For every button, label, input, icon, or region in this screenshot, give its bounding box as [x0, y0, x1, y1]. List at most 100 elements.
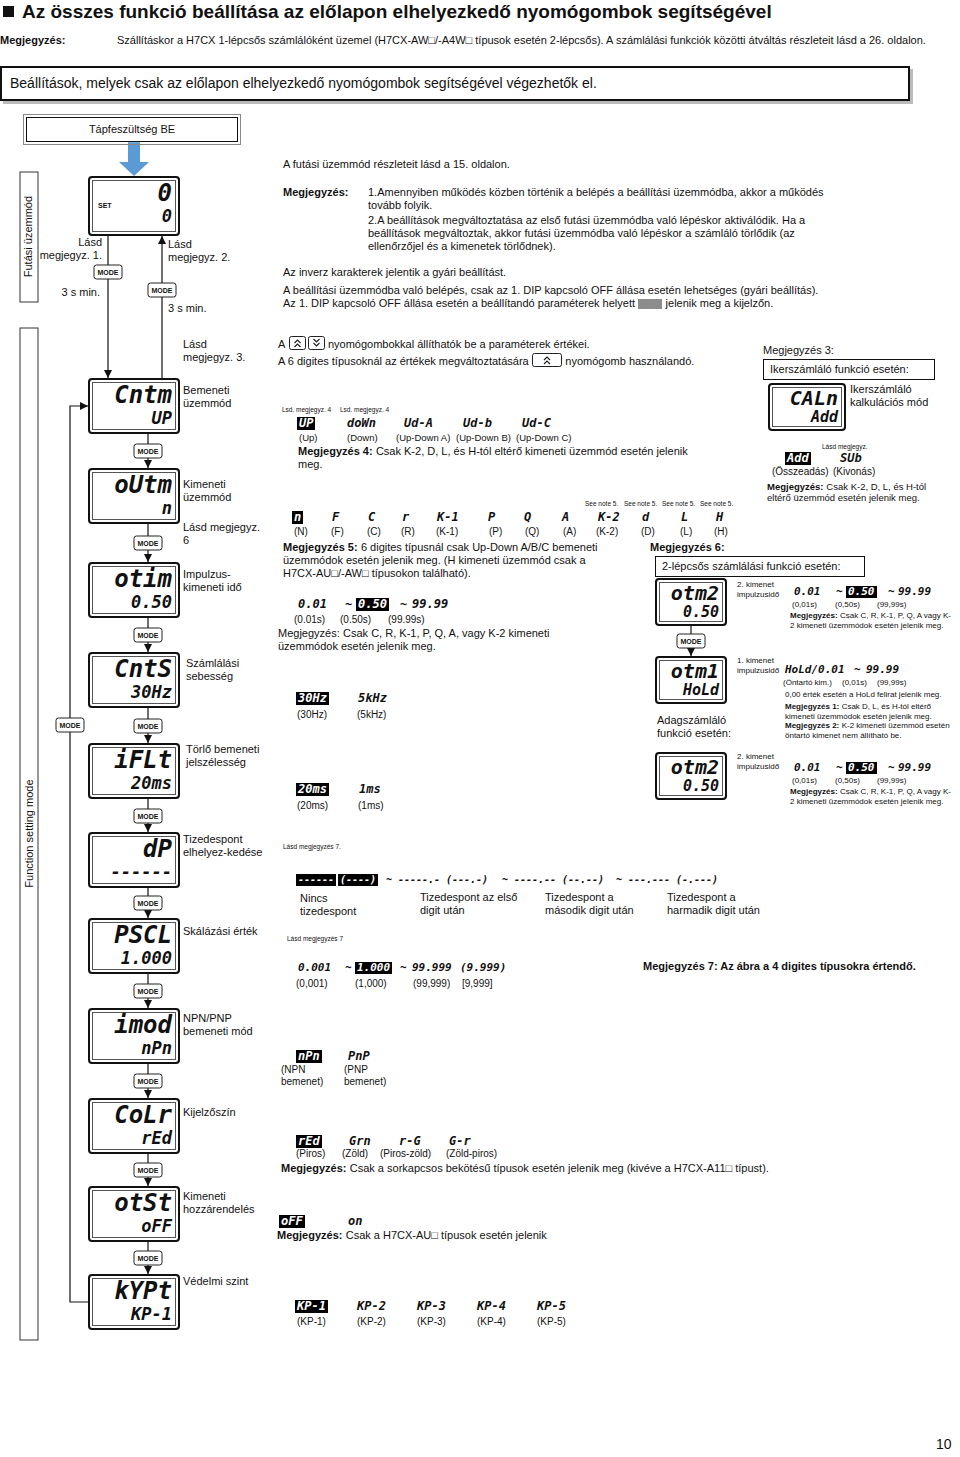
display-value: KP-3	[415, 1300, 448, 1313]
note-text: Skálázási érték	[183, 925, 263, 938]
display-value: 99.99	[896, 586, 933, 598]
value-caption: (1,000)	[355, 978, 387, 990]
value-caption: (NPN bemenet)	[281, 1064, 333, 1088]
display-reading: 0.50	[96, 592, 172, 612]
note-text: Védelmi szint	[183, 1275, 273, 1288]
value-caption: (P)	[489, 526, 502, 538]
note-text: Megjegyzés:	[283, 186, 348, 199]
box-text: Tápfeszültség BE	[32, 123, 232, 136]
display-value: 30Hz	[296, 692, 329, 705]
display-reading: otm1	[663, 660, 719, 682]
display-value: 0.50	[356, 598, 389, 611]
mode-band	[20, 172, 38, 302]
box-text: Ikerszámláló funkció esetén:	[770, 363, 928, 376]
display-reading: oFF	[96, 1216, 172, 1236]
value-caption: (Összeadás)	[772, 466, 829, 478]
note-heading: Megjegyzés:	[281, 1162, 346, 1174]
note-text: Megjegyzés 7: Az ábra a 4 digites típuso…	[643, 960, 953, 973]
note-text: Tizedespont a második digit után	[545, 891, 640, 917]
display-value: HoLd/0.01	[783, 664, 847, 676]
note-paragraph: A 6 digites típusoknál az értékek megvál…	[278, 353, 758, 370]
display-value: 0.50	[846, 586, 877, 598]
display-value: H	[714, 511, 725, 524]
note-paragraph: Megjegyzés:Csak C, R, K-1, P, Q, A vagy …	[790, 611, 955, 630]
flow-arrow	[107, 236, 108, 378]
note-text: NPN/PNP bemeneti mód	[183, 1012, 273, 1038]
note-heading: Megjegyzés:	[767, 481, 824, 492]
display-value: ~	[886, 762, 897, 774]
note-text: 3 s min.	[168, 302, 207, 315]
value-caption: (0,50s)	[835, 600, 860, 610]
value-caption: (99.99s)	[388, 614, 425, 626]
note-text: Lásd megjegyzés 7	[287, 935, 343, 943]
lcd-display: oUtmn	[88, 468, 180, 524]
display-reading: rEd	[96, 1128, 172, 1148]
power-on-arrow	[128, 142, 140, 162]
display-value: Add	[785, 452, 811, 465]
note-paragraph: A beállítási üzemmódba való belépés, csa…	[283, 284, 823, 310]
note-text: 3 s min.	[38, 286, 100, 299]
lcd-display: CoLrrEd	[88, 1098, 180, 1154]
display-value: 5kHz	[356, 692, 389, 705]
note-text: Törlő bemeneti jelszélesség	[186, 743, 271, 769]
value-caption: (Kivonás)	[833, 466, 875, 478]
note-text: Csak a sorkapcsos bekötésű típusok eseté…	[350, 1162, 769, 1174]
display-value: ~	[886, 586, 897, 598]
value-caption: (K-2)	[596, 526, 618, 538]
display-value: ~	[614, 874, 624, 886]
display-value: 0.01	[792, 586, 823, 598]
display-reading: HoLd	[663, 682, 719, 699]
display-value: nPn	[296, 1050, 322, 1063]
display-reading: PSCL	[96, 922, 172, 948]
display-value: Ud-b	[461, 417, 494, 430]
value-caption: (1ms)	[358, 800, 384, 812]
note-text: Kijelzőszín	[183, 1106, 273, 1119]
key-icon	[289, 336, 325, 353]
note-heading: Megjegyzés:	[277, 1229, 342, 1241]
display-value: 20ms	[296, 783, 329, 796]
note-text: 10	[936, 1436, 952, 1453]
display-value: 1ms	[357, 783, 383, 796]
display-value: oFF	[279, 1215, 305, 1228]
mode-key: MODE	[134, 1163, 163, 1178]
note-text: Tizedespont elhelyez-kedése	[183, 833, 263, 859]
note-text: See note 5.	[700, 500, 733, 508]
note-text: 0,00 érték esetén a HoLd felirat jelenik…	[785, 690, 955, 700]
page-title: Az összes funkció beállítása az előlapon…	[22, 1, 772, 23]
note-text: 2. kimenet impulzusidő	[737, 580, 789, 599]
display-reading: 30Hz	[96, 682, 172, 702]
value-caption: (20ms)	[297, 800, 328, 812]
lcd-display: dP------	[88, 832, 180, 888]
flow-arrow	[70, 406, 88, 1302]
lcd-display: otm20.50	[655, 752, 727, 800]
value-caption: (A)	[563, 526, 576, 538]
display-value: 0.01	[296, 598, 329, 611]
value-caption: (0,01s)	[792, 776, 817, 786]
mode-key: MODE	[56, 718, 85, 733]
lcd-display: otm20.50	[655, 578, 727, 626]
display-reading: 20ms	[96, 773, 172, 793]
display-value: F	[330, 511, 341, 524]
note-paragraph: Megjegyzés: Csak a sorkapcsos bekötésű tí…	[281, 1162, 821, 1175]
note-text: Megjegyzés 3:	[763, 344, 834, 357]
value-caption: (0,50s)	[835, 776, 860, 786]
mode-band: Futási üzemmód	[20, 172, 38, 302]
note-text: Impulzus-kimeneti idő	[183, 568, 261, 594]
display-reading: iFLt	[96, 747, 172, 773]
value-caption: (0,01s)	[792, 600, 817, 610]
display-value: r	[400, 511, 411, 524]
value-caption: (Zöld)	[342, 1148, 368, 1160]
display-value: (----)	[338, 874, 378, 886]
lcd-display: otStoFF	[88, 1186, 180, 1242]
display-value: -----.-	[396, 874, 442, 886]
display-value: PnP	[346, 1050, 372, 1063]
note-text: See note 5.	[662, 500, 695, 508]
display-reading: nPn	[96, 1038, 172, 1058]
value-caption: (KP-5)	[537, 1316, 566, 1328]
display-reading: 0.50	[663, 778, 719, 795]
note-text: Lásd megjegyz. 2.	[168, 238, 238, 264]
display-reading: CoLr	[96, 1102, 172, 1128]
key-icon-drawing	[289, 336, 325, 350]
note-text: 2.A beállítások megváltoztatása az első …	[368, 214, 828, 254]
display-value: KP-2	[355, 1300, 388, 1313]
